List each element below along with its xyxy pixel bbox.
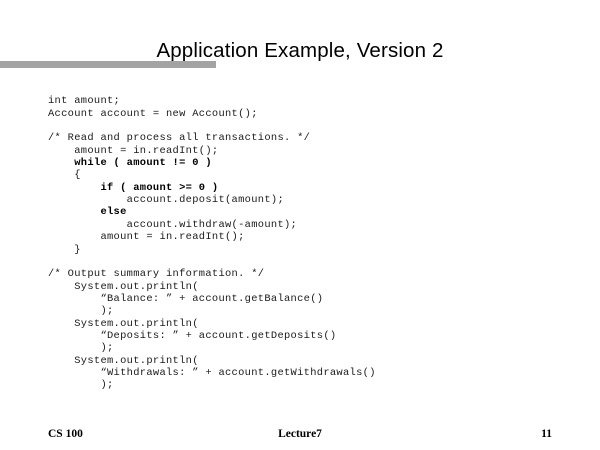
- footer-course-label: CS 100: [48, 428, 83, 440]
- code-line: amount = in.readInt();: [48, 231, 245, 244]
- code-line: );: [48, 379, 114, 392]
- code-line: else: [48, 206, 127, 219]
- code-line: {: [48, 169, 81, 182]
- code-line: “Balance: ” + account.getBalance(): [48, 292, 324, 305]
- code-line: }: [48, 243, 81, 256]
- code-line: );: [48, 305, 114, 318]
- code-line: account.deposit(amount);: [48, 194, 284, 207]
- code-line: System.out.println(: [48, 280, 199, 293]
- code-line: /* Output summary information. */: [48, 268, 265, 281]
- slide-footer: CS 100 Lecture7 11: [0, 428, 600, 446]
- code-listing: int amount;Account account = new Account…: [48, 95, 593, 391]
- code-line: /* Read and process all transactions. */: [48, 132, 311, 145]
- code-line: amount = in.readInt();: [48, 144, 219, 157]
- code-line: );: [48, 342, 114, 355]
- code-line: System.out.println(: [48, 354, 199, 367]
- title-divider-bar: [0, 61, 216, 68]
- code-line-blank: [48, 120, 593, 132]
- footer-lecture-label: Lecture7: [278, 428, 322, 440]
- code-line-blank: [48, 256, 593, 268]
- code-line: if ( amount >= 0 ): [48, 181, 219, 194]
- code-line: account.withdraw(-amount);: [48, 218, 298, 231]
- code-line: System.out.println(: [48, 317, 199, 330]
- footer-page-number: 11: [541, 428, 552, 440]
- code-line: while ( amount != 0 ): [48, 157, 212, 170]
- page-title: Application Example, Version 2: [156, 38, 444, 62]
- code-line: Account account = new Account();: [48, 107, 258, 120]
- code-line: “Withdrawals: ” + account.getWithdrawals…: [48, 366, 376, 379]
- code-line: “Deposits: ” + account.getDeposits(): [48, 329, 337, 342]
- code-line: int amount;: [48, 95, 121, 108]
